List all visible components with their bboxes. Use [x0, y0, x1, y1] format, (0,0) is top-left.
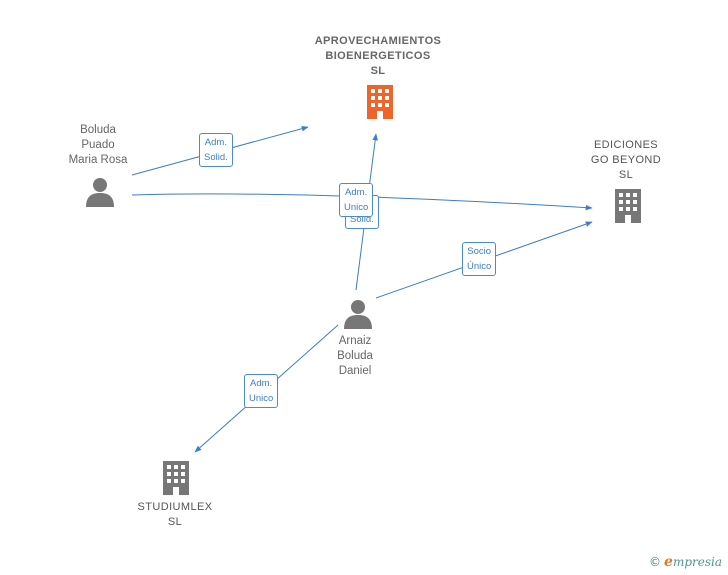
edge-label-boluda-aprovechamientos: Adm. Solid.	[199, 133, 233, 167]
brand-initial: e	[664, 554, 673, 570]
building-icon[interactable]	[364, 84, 396, 120]
person-icon[interactable]	[85, 177, 115, 207]
building-icon[interactable]	[612, 188, 644, 224]
company-label-ediciones: EDICIONES GO BEYOND SL	[590, 139, 662, 181]
brand-name: mpresia	[672, 555, 722, 569]
company-label-studiumlex: STUDIUMLEX SL	[137, 501, 213, 528]
building-icon[interactable]	[160, 460, 192, 496]
person-icon[interactable]	[343, 299, 373, 329]
company-label-aprovechamientos: APROVECHAMIENTOS BIOENERGETICOS SL	[314, 35, 442, 77]
edge-label-arnaiz-aprovechamientos: Adm. Unico	[339, 183, 374, 217]
person-label-arnaiz: Arnaiz Boluda Daniel	[337, 335, 373, 377]
edge-boluda-ediciones	[131, 193, 593, 211]
copyright-symbol: ©	[649, 555, 662, 569]
edge-label-arnaiz-ediciones: Socio Único	[462, 242, 497, 276]
edge-label-arnaiz-studiumlex: Adm. Unico	[244, 374, 279, 408]
empresia-logo[interactable]: ©empresia	[649, 554, 722, 570]
person-label-boluda-puado: Boluda Puado Maria Rosa	[68, 124, 128, 166]
